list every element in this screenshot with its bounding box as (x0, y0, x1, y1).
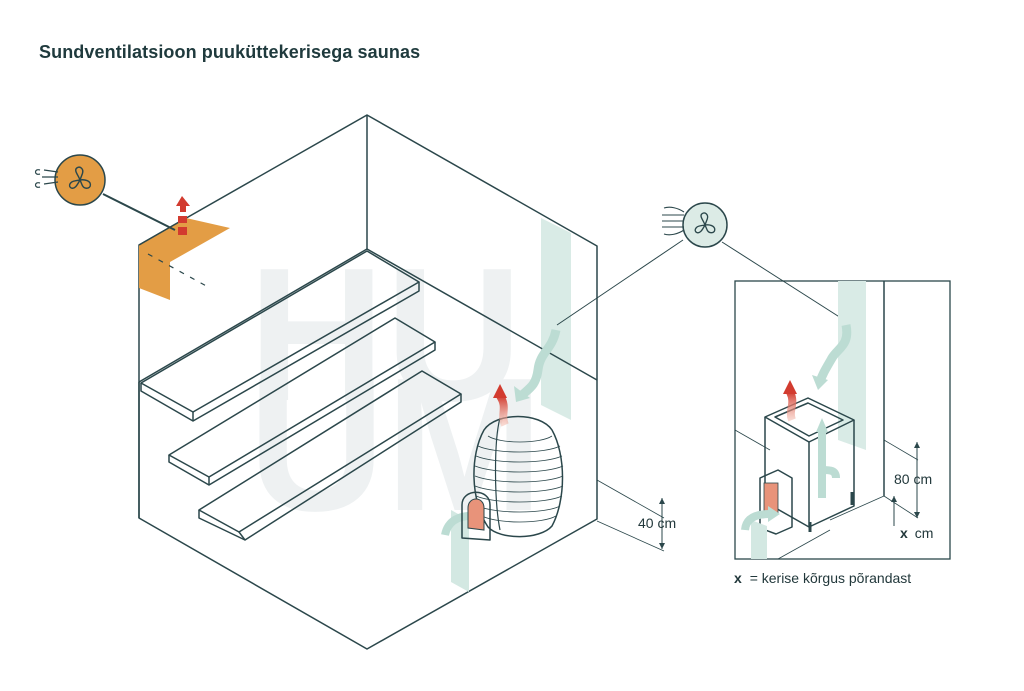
firebox-glow (467, 498, 485, 531)
dimension-label-40cm: 40 cm (638, 515, 676, 531)
detail-intake-arrow-icon (741, 510, 771, 531)
fresh-air-arrow-icon (519, 328, 561, 399)
watermark-hu: HU (248, 229, 522, 441)
bench-top (140, 250, 420, 422)
firebox-door (461, 491, 491, 541)
dimension-x-unit: cm (915, 525, 934, 541)
exhaust-fan (34, 154, 106, 206)
fresh-air-duct (541, 218, 571, 420)
legend-text: = kerise kõrgus põrandast (750, 570, 912, 586)
room-floor-back-edges (138, 248, 598, 383)
watermark-um: UM (248, 339, 543, 551)
fresh-air-inlet (451, 510, 469, 592)
inner-air-arrow-icon (816, 418, 828, 432)
hot-air-arrow-icon (496, 393, 509, 427)
bench-middle (168, 317, 436, 486)
exhaust-arrow-icon (176, 196, 190, 235)
huum-watermark: HU UM (248, 229, 543, 551)
detail-fresh-air-arrow-icon (815, 324, 852, 384)
diagram-title: Sundventilatsioon puuküttekerisega sauna… (39, 42, 421, 62)
round-wood-heater (461, 415, 564, 541)
detail-fresh-air-duct (838, 281, 866, 450)
exhaust-vent (139, 218, 230, 300)
heater-body (473, 415, 564, 538)
sauna-benches (140, 250, 462, 541)
box-wood-heater (759, 397, 855, 535)
legend-var: x (734, 570, 742, 586)
legend: x = kerise kõrgus põrandast (734, 570, 911, 586)
bench-bottom (198, 370, 462, 541)
intake-fan (556, 202, 853, 326)
right-detail-panel: 80 cm x cm x = kerise kõrgus põrandast (734, 280, 951, 586)
left-sauna-room: 40 cm (34, 114, 676, 650)
detail-hot-air-arrow-icon (786, 390, 797, 422)
svg-text:x cm: x cm (900, 525, 933, 541)
dimension-x-var: x (900, 525, 908, 541)
airflow-lines-icon (34, 169, 59, 188)
dimension-label-80cm: 80 cm (894, 471, 932, 487)
airflow-lines-icon (662, 206, 685, 236)
